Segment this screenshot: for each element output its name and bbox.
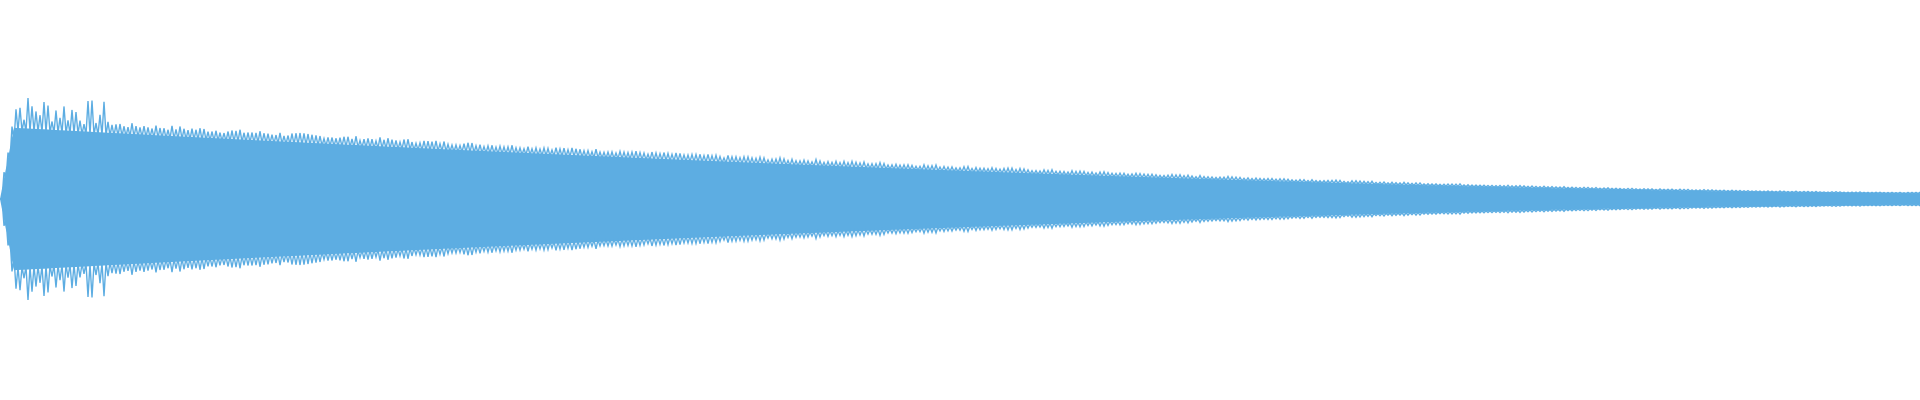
waveform-top-spikes <box>0 98 1920 200</box>
waveform-envelope-fill <box>0 127 1920 271</box>
waveform-bottom-spikes <box>0 198 1920 300</box>
